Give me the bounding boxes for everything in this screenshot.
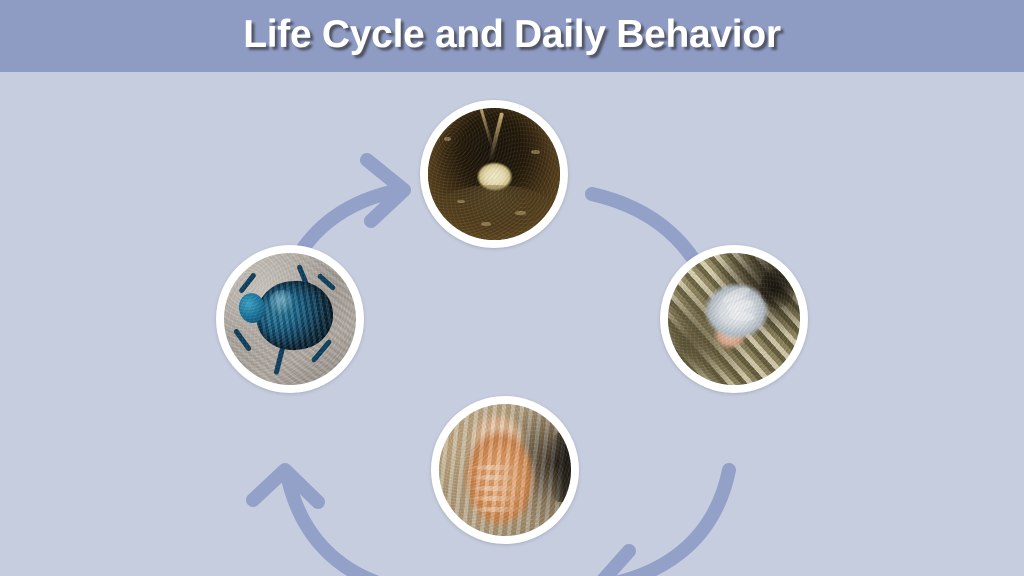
stage-node-larva[interactable] (660, 245, 808, 393)
stage-image-adult (224, 253, 356, 385)
stage-node-egg[interactable] (420, 100, 568, 248)
page-title: Life Cycle and Daily Behavior (243, 13, 781, 56)
arrow-larva-to-pupa (597, 463, 736, 576)
title-band (0, 0, 1024, 72)
arrow-pupa-to-adult (246, 463, 380, 576)
stage-image-pupa (439, 404, 571, 536)
life-cycle-diagram (0, 72, 1024, 576)
stage-node-adult[interactable] (216, 245, 364, 393)
stage-image-larva (668, 253, 800, 385)
stage-image-egg (428, 108, 560, 240)
stage-node-pupa[interactable] (431, 396, 579, 544)
